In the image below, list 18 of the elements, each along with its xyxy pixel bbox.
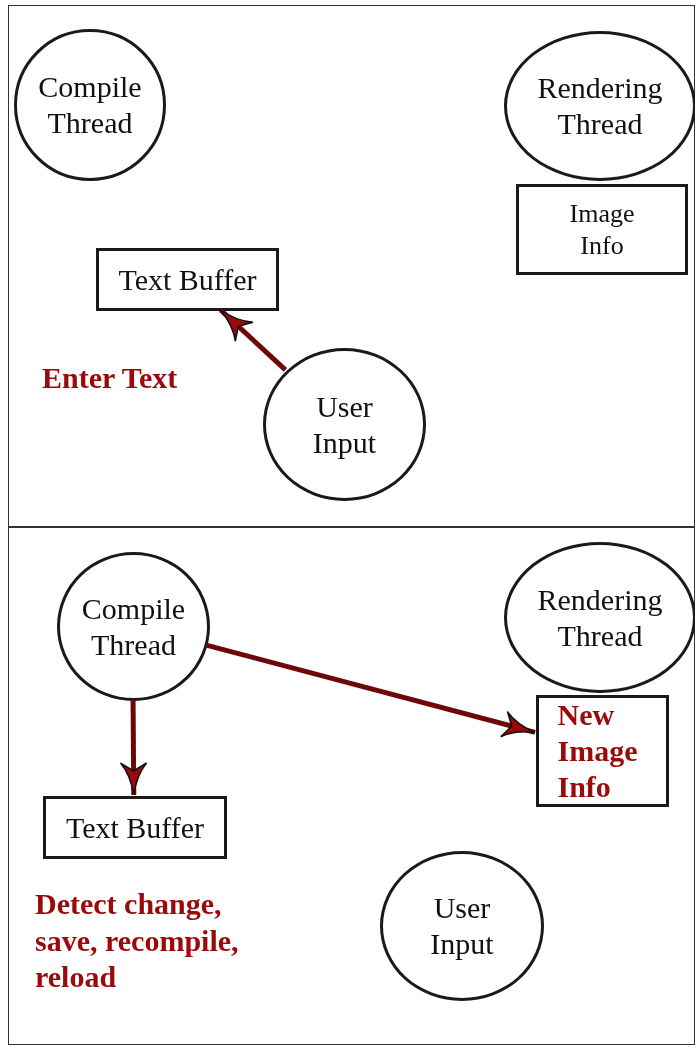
node-label: Compile Thread <box>37 69 143 141</box>
note-text: Detect change, save, recompile, reload <box>35 886 240 996</box>
panel-frame <box>8 527 695 1045</box>
node-label: Rendering Thread <box>536 581 664 654</box>
panel-frame <box>8 5 695 527</box>
data-box <box>96 248 279 311</box>
node-label: New Image Info <box>557 697 639 805</box>
node-label: Image Info <box>568 198 636 261</box>
node-label: User Input <box>311 388 378 461</box>
node-label: Compile Thread <box>80 590 187 663</box>
node-label: User Input <box>429 890 495 962</box>
data-box <box>516 184 688 275</box>
node-label: Text Buffer <box>65 809 205 846</box>
data-box <box>536 695 669 807</box>
data-box <box>43 796 227 859</box>
node-label: Rendering Thread <box>536 70 664 142</box>
edge-label: Enter Text <box>42 360 178 396</box>
node-label: Text Buffer <box>118 261 257 298</box>
